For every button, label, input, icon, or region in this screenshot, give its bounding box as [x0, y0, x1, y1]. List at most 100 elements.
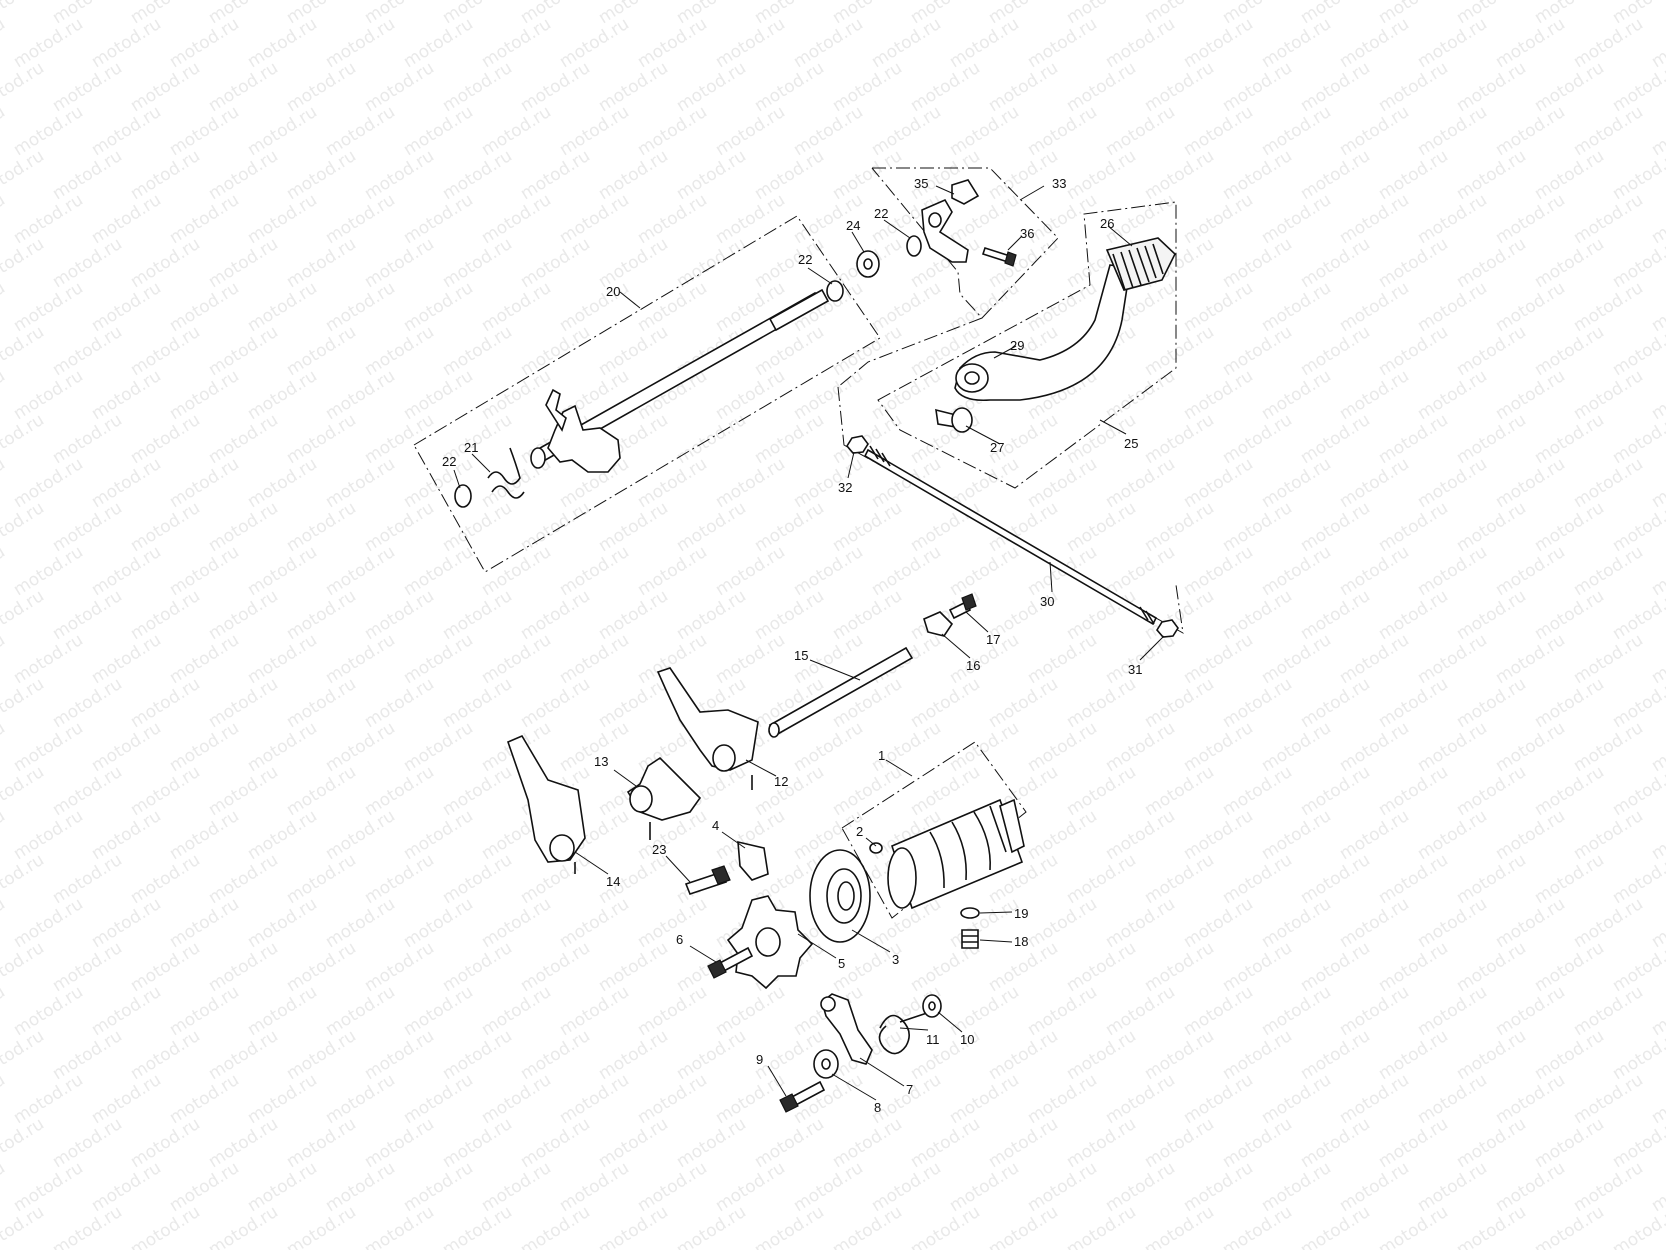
watermark-text: motod.ru: [166, 14, 243, 72]
watermark-text: motod.ru: [673, 146, 750, 204]
watermark-text: motod.ru: [751, 498, 828, 556]
watermark-text: motod.ru: [556, 14, 633, 72]
watermark-text: motod.ru: [127, 146, 204, 204]
watermark-text: motod.ru: [1180, 102, 1257, 160]
watermark-text: motod.ru: [49, 1202, 126, 1250]
watermark-text: motod.ru: [634, 542, 711, 600]
watermark-text: motod.ru: [0, 586, 48, 644]
watermark-text: motod.ru: [205, 762, 282, 820]
watermark-text: motod.ru: [595, 1026, 672, 1084]
leader-1: [885, 759, 913, 777]
nut-32: [846, 435, 869, 454]
watermark-text: motod.ru: [49, 498, 126, 556]
watermark-text: motod.ru: [1063, 850, 1140, 908]
watermark-text: motod.ru: [244, 14, 321, 72]
selector-plate: [547, 404, 621, 473]
watermark-text: motod.ru: [205, 850, 282, 908]
watermark-text: motod.ru: [283, 586, 360, 644]
leader-20: [619, 291, 641, 309]
leader-6: [689, 945, 717, 963]
watermark-text: motod.ru: [556, 982, 633, 1040]
watermark-text: motod.ru: [127, 1202, 204, 1250]
watermark-text: motod.ru: [1648, 366, 1666, 424]
watermark-text: motod.ru: [127, 850, 204, 908]
retainer-plate-16: [923, 611, 954, 637]
watermark-text: motod.ru: [1648, 806, 1666, 864]
watermark-text: motod.ru: [439, 1026, 516, 1084]
watermark-text: motod.ru: [556, 278, 633, 336]
callout-26: 26: [1100, 216, 1114, 231]
watermark-text: motod.ru: [0, 454, 9, 512]
watermark-text: motod.ru: [1336, 14, 1413, 72]
watermark-text: motod.ru: [595, 146, 672, 204]
watermark-text: motod.ru: [244, 102, 321, 160]
watermark-text: motod.ru: [712, 190, 789, 248]
leader-22c: [883, 219, 911, 239]
watermark-text: motod.ru: [1414, 718, 1491, 776]
watermark-text: motod.ru: [1570, 190, 1647, 248]
watermark-text: motod.ru: [712, 630, 789, 688]
leader-2: [865, 837, 877, 847]
watermark-text: motod.ru: [1492, 1070, 1569, 1128]
watermark-text: motod.ru: [1180, 190, 1257, 248]
watermark-text: motod.ru: [0, 674, 48, 732]
watermark-text: motod.ru: [1570, 982, 1647, 1040]
callout-7: 7: [906, 1082, 913, 1097]
watermark-text: motod.ru: [1063, 1202, 1140, 1250]
watermark-text: motod.ru: [1375, 58, 1452, 116]
watermark-text: motod.ru: [673, 410, 750, 468]
watermark-text: motod.ru: [1297, 586, 1374, 644]
callout-16: 16: [966, 658, 980, 673]
watermark-text: motod.ru: [1453, 498, 1530, 556]
watermark-text: motod.ru: [166, 190, 243, 248]
watermark-text: motod.ru: [400, 1070, 477, 1128]
watermark-text: motod.ru: [0, 1158, 9, 1216]
watermark-text: motod.ru: [1531, 674, 1608, 732]
watermark-text: motod.ru: [1336, 1070, 1413, 1128]
leader-24: [851, 231, 865, 253]
bearing-assembly: [809, 849, 871, 943]
watermark-text: motod.ru: [322, 454, 399, 512]
lever-eye: [928, 212, 942, 228]
group-outline-25: [877, 201, 1177, 489]
watermark-text: motod.ru: [283, 1026, 360, 1084]
watermark-text: motod.ru: [712, 982, 789, 1040]
leader-22b: [453, 469, 461, 489]
watermark-text: motod.ru: [1492, 278, 1569, 336]
callout-18: 18: [1014, 934, 1028, 949]
watermark-text: motod.ru: [244, 1158, 321, 1216]
watermark-text: motod.ru: [166, 806, 243, 864]
watermark-text: motod.ru: [595, 498, 672, 556]
watermark-text: motod.ru: [790, 366, 867, 424]
watermark-text: motod.ru: [10, 454, 87, 512]
watermark-text: motod.ru: [400, 278, 477, 336]
watermark-text: motod.ru: [1180, 982, 1257, 1040]
watermark-text: motod.ru: [1648, 630, 1666, 688]
watermark-text: motod.ru: [1336, 894, 1413, 952]
callout-5: 5: [838, 956, 845, 971]
watermark-text: motod.ru: [1336, 718, 1413, 776]
watermark-text: motod.ru: [556, 1158, 633, 1216]
watermark-text: motod.ru: [1570, 102, 1647, 160]
watermark-text: motod.ru: [790, 454, 867, 512]
watermark-text: motod.ru: [1375, 410, 1452, 468]
watermark-text: motod.ru: [1336, 982, 1413, 1040]
watermark-text: motod.ru: [634, 982, 711, 1040]
watermark-text: motod.ru: [1414, 806, 1491, 864]
watermark-text: motod.ru: [1414, 366, 1491, 424]
watermark-text: motod.ru: [205, 674, 282, 732]
watermark-text: motod.ru: [361, 146, 438, 204]
watermark-text: motod.ru: [1492, 806, 1569, 864]
watermark-text: motod.ru: [595, 58, 672, 116]
watermark-text: motod.ru: [1219, 1202, 1296, 1250]
watermark-text: motod.ru: [166, 366, 243, 424]
watermark-text: motod.ru: [322, 14, 399, 72]
watermark-text: motod.ru: [790, 102, 867, 160]
leader-11: [899, 1027, 929, 1031]
watermark-text: motod.ru: [361, 234, 438, 292]
watermark-text: motod.ru: [1180, 806, 1257, 864]
watermark-text: motod.ru: [0, 542, 9, 600]
watermark-text: motod.ru: [439, 674, 516, 732]
bracket-4: [737, 840, 769, 881]
watermark-text: motod.ru: [1024, 102, 1101, 160]
